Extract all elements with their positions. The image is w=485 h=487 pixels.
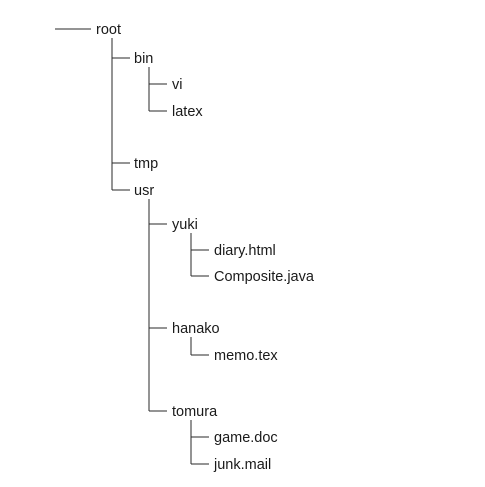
- node-game-doc: game.doc: [214, 430, 278, 446]
- tree-labels: root bin vi latex tmp usr yuki diary.htm…: [96, 22, 315, 473]
- node-bin: bin: [134, 51, 153, 67]
- node-yuki: yuki: [172, 217, 198, 233]
- node-usr: usr: [134, 183, 154, 199]
- node-tmp: tmp: [134, 156, 158, 172]
- node-diary-html: diary.html: [214, 243, 276, 259]
- node-composite-java: Composite.java: [214, 269, 315, 285]
- node-tomura: tomura: [172, 404, 218, 420]
- node-hanako: hanako: [172, 321, 220, 337]
- node-junk-mail: junk.mail: [213, 457, 271, 473]
- tree-connectors: [55, 28, 209, 465]
- node-memo-tex: memo.tex: [214, 348, 278, 364]
- node-latex: latex: [172, 104, 203, 120]
- node-root: root: [96, 22, 121, 38]
- node-vi: vi: [172, 77, 182, 93]
